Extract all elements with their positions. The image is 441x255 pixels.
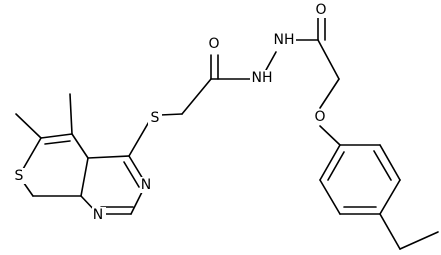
bond <box>317 39 340 80</box>
bond <box>399 231 439 250</box>
bond <box>128 119 151 157</box>
bond <box>80 157 89 197</box>
bond <box>71 133 89 159</box>
bonds <box>15 17 439 250</box>
nh-group-label: NH <box>274 32 295 48</box>
bond <box>123 161 140 188</box>
bond <box>319 78 340 109</box>
bond <box>373 150 392 181</box>
oxygen-atom-label: O <box>315 2 326 18</box>
bond <box>44 140 71 145</box>
bond <box>265 51 277 71</box>
sulfur-atom-label: S <box>151 110 160 126</box>
nh-group-label: NH <box>252 70 273 86</box>
bond <box>379 213 401 250</box>
bond <box>319 125 341 146</box>
bond <box>379 144 401 181</box>
bond <box>159 113 183 116</box>
bond <box>181 78 212 115</box>
bond <box>15 113 42 139</box>
bond <box>319 179 341 215</box>
bond <box>327 151 345 181</box>
bond <box>319 144 341 181</box>
bond <box>40 133 73 139</box>
bond <box>69 93 73 135</box>
bond <box>379 179 401 215</box>
sulfur-atom-label: S <box>15 168 24 184</box>
nitrogen-atom-label: N <box>141 177 151 193</box>
nitrogen-atom-label: N <box>93 207 103 223</box>
oxygen-atom-label: O <box>208 36 219 52</box>
bond <box>87 155 130 159</box>
oxygen-atom-label: O <box>314 109 325 125</box>
atom-labels: S S N N O NH NH O O <box>12 2 328 223</box>
